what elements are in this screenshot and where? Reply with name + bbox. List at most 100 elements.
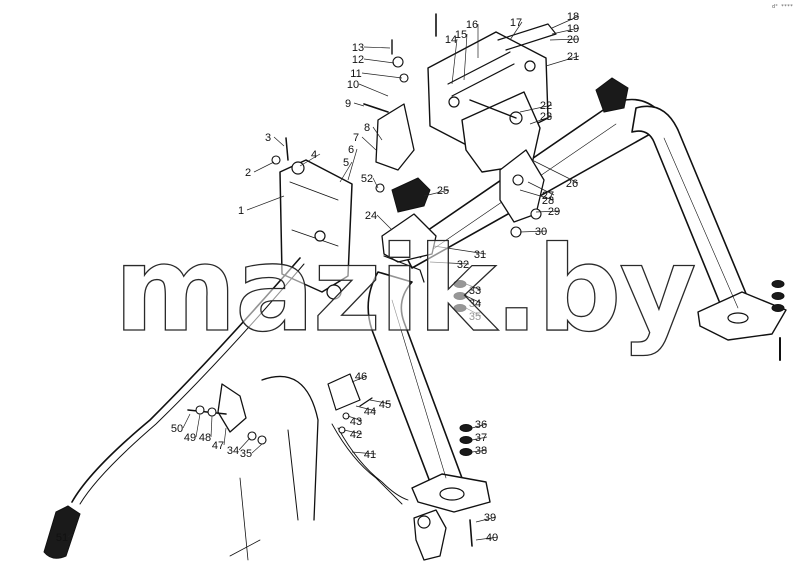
callout-41: 41 [364, 449, 376, 461]
frame-top-cap [595, 77, 629, 113]
callout-48: 48 [199, 432, 211, 444]
callout-18: 18 [567, 11, 579, 23]
callout-34: 34 [469, 298, 481, 310]
leader-48 [210, 415, 213, 438]
callout-25: 25 [437, 185, 449, 197]
corner-mark: d° **** [772, 4, 793, 10]
bolt-40 [469, 519, 473, 547]
callout-38: 38 [475, 445, 487, 457]
callout-9: 9 [345, 98, 351, 110]
callout-6: 6 [348, 144, 354, 156]
knob-51 [43, 505, 81, 559]
callout-33: 33 [469, 285, 481, 297]
callout-52: 52 [361, 173, 373, 185]
callout-8: 8 [364, 122, 370, 134]
washer-right-3 [771, 304, 785, 312]
leader-7 [361, 136, 377, 151]
callout-12: 12 [352, 54, 364, 66]
leader-23 [529, 115, 553, 125]
leader-21 [545, 55, 580, 67]
leader-24 [376, 214, 393, 231]
callout-19: 19 [567, 23, 579, 35]
callout-28: 28 [542, 195, 554, 207]
callout-30: 30 [535, 226, 547, 238]
leader-9 [353, 102, 365, 107]
washer-35b [257, 435, 267, 445]
cab-wall [229, 373, 409, 561]
callout-34b: 34 [227, 445, 239, 457]
callout-22: 22 [540, 100, 552, 112]
leader-47 [223, 427, 227, 446]
leader-39 [475, 516, 497, 523]
leader-36 [471, 423, 488, 429]
tube-frame [367, 77, 787, 513]
frame-left-leg-shade [391, 299, 447, 479]
callout-14: 14 [445, 34, 457, 46]
leader-29 [535, 210, 561, 213]
callout-35: 35 [469, 311, 481, 323]
callout-50: 50 [171, 423, 183, 435]
chain-41 [331, 423, 409, 505]
guide-block-24 [381, 213, 437, 263]
leader-1 [246, 195, 285, 211]
cab-wall-lower [229, 477, 261, 561]
callout-46: 46 [355, 371, 367, 383]
leader-40 [475, 536, 499, 541]
callout-32: 32 [457, 259, 469, 271]
callout-7: 7 [353, 132, 359, 144]
lever-mid-pivot [314, 230, 326, 242]
callout-45: 45 [379, 399, 391, 411]
clamp-bolt [512, 174, 524, 186]
bracket-pivot-right [524, 60, 536, 72]
leader-6 [347, 148, 358, 181]
callout-17: 17 [510, 17, 522, 29]
callout-5: 5 [343, 157, 349, 169]
frame-right-foot [697, 291, 787, 341]
leader-10 [358, 83, 389, 97]
lever-mount-plate [279, 159, 353, 293]
callout-35b: 35 [240, 448, 252, 460]
callout-29: 29 [548, 206, 560, 218]
bolt-45 [359, 397, 373, 407]
washer-38 [459, 448, 473, 456]
leader-19 [551, 27, 580, 35]
leader-20 [549, 38, 580, 41]
frame-right-foot-hole [727, 312, 749, 324]
callout-42: 42 [350, 429, 362, 441]
leader-15 [463, 33, 468, 81]
leader-2 [253, 161, 275, 173]
callout-1: 1 [238, 205, 244, 217]
washer-36 [459, 424, 473, 432]
leader-12 [363, 58, 395, 64]
leader-34b [238, 437, 251, 451]
callout-37: 37 [475, 432, 487, 444]
lever-top-pivot [291, 161, 305, 175]
leader-8 [372, 126, 383, 141]
frame-right-leg-shade [663, 137, 739, 309]
callout-20: 20 [567, 34, 579, 46]
small-bracket [363, 39, 415, 171]
leader-11 [361, 72, 403, 79]
leader-14 [451, 38, 458, 85]
washer-49 [195, 405, 205, 415]
wing-nut-47 [217, 383, 247, 433]
cab-wall-inner [287, 429, 299, 521]
washer-48 [207, 407, 217, 417]
callout-2: 2 [245, 167, 251, 179]
block-25 [391, 177, 431, 213]
leader-4 [299, 153, 321, 167]
leader-41 [351, 451, 377, 455]
callout-10: 10 [347, 79, 359, 91]
callout-24: 24 [365, 210, 377, 222]
catch-46 [327, 373, 361, 411]
leader-22 [519, 104, 553, 113]
leader-25 [423, 189, 450, 197]
washer-37 [459, 436, 473, 444]
shift-lever [43, 257, 305, 559]
leader-45 [369, 399, 392, 405]
callout-44: 44 [364, 406, 376, 418]
leader-31 [433, 245, 487, 255]
washer-right-1 [771, 280, 785, 288]
